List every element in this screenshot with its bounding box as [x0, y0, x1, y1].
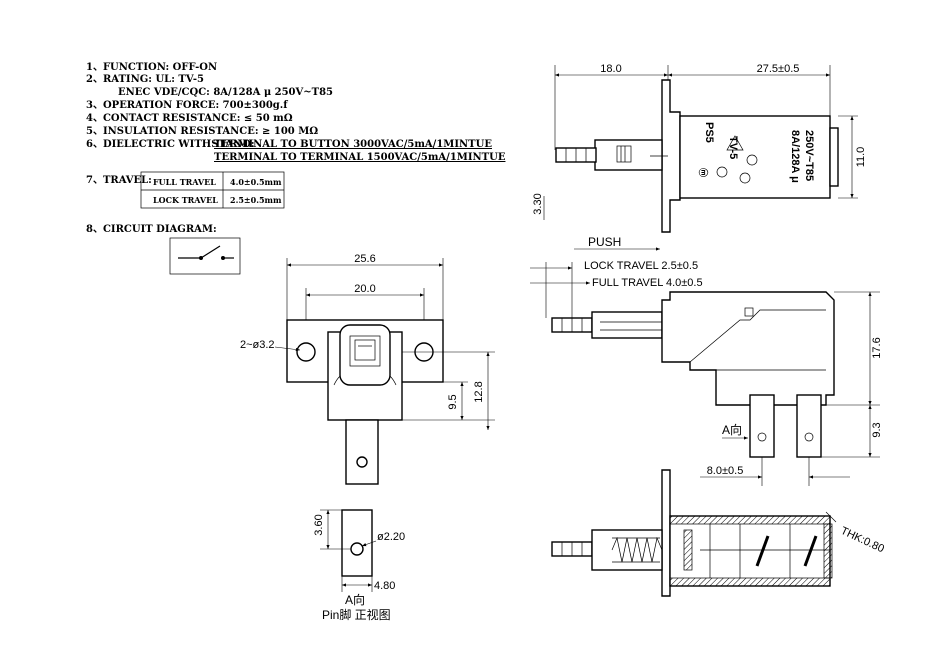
- pin-view-arrow-label: A向: [345, 592, 365, 607]
- top-view: 18.0 27.5±0.5 PS5 TV-5 8A/128A μ 250V~T8…: [532, 63, 867, 233]
- terminal-pin-detail: [341, 509, 373, 577]
- mounting-plate-section: [661, 469, 671, 597]
- front-view: 25.6 20.0 2~ø3.2 9.5 12.8: [240, 253, 495, 485]
- dim-pin-hole: ø2.20: [377, 531, 405, 543]
- push-label: PUSH: [588, 235, 621, 249]
- dim-side-9-3: 9.3: [871, 422, 883, 437]
- side-view: PUSH LOCK TRAVEL 2.5±0.5 FULL TRAVEL 4.0…: [530, 235, 883, 486]
- spec-function: 1、FUNCTION: OFF-ON: [86, 62, 217, 73]
- contact-blade-right: [803, 535, 818, 567]
- lock-travel-label: LOCK TRAVEL 2.5±0.5: [584, 260, 698, 272]
- travel-row-value: 4.0±0.5mm: [230, 177, 282, 187]
- terminal-left-side: [749, 394, 775, 458]
- marking-model: PS5: [703, 122, 715, 143]
- circuit-diagram-frame: [169, 237, 241, 275]
- travel-table: FULL TRAVEL 4.0±0.5mm LOCK TRAVEL 2.5±0.…: [140, 171, 285, 209]
- spec-operation-force: 3、OPERATION FORCE: 700±300g.f: [86, 100, 288, 111]
- switch-body-section: [669, 515, 831, 587]
- dim-front-12-8: 12.8: [473, 381, 485, 402]
- dim-front-9-5: 9.5: [447, 394, 459, 409]
- dim-front-width: 25.6: [354, 253, 375, 265]
- pin-hole: [350, 542, 364, 556]
- dim-plate-thickness: 3.30: [532, 193, 544, 214]
- mounting-hole-left: [296, 342, 316, 362]
- pin-view: 3.60 ø2.20 4.80 A向 Pin脚 正视图: [313, 509, 405, 622]
- side-view-arrow-label: A向: [722, 422, 742, 437]
- switch-body-side: [661, 291, 835, 406]
- spec-travel-label: 7、TRAVEL:: [86, 175, 152, 186]
- plunger-housing-side: [591, 311, 663, 339]
- circuit-diagram: [169, 237, 241, 275]
- terminal-pin-front: [345, 419, 379, 485]
- plunger-head-front: [339, 324, 391, 386]
- dim-section-thickness: THK:0.80: [839, 525, 886, 556]
- spec-dielectric-label: 6、DIELECTRIC WITHSTAND:: [86, 139, 255, 150]
- contact-blade-left: [755, 535, 770, 567]
- travel-row-value: 2.5±0.5mm: [230, 195, 282, 205]
- switch-body-top: [679, 115, 831, 199]
- dim-top-right: 27.5±0.5: [757, 63, 800, 75]
- body-markings: PS5 TV-5 8A/128A μ 250V~T85 ⓜ: [698, 122, 815, 184]
- pin-view-caption: Pin脚 正视图: [322, 607, 391, 622]
- dim-top-height: 11.0: [855, 147, 867, 168]
- svg-text:ⓜ: ⓜ: [698, 168, 709, 177]
- travel-row-name: LOCK TRAVEL: [153, 195, 218, 205]
- certification-logos: ⓜ: [698, 135, 758, 184]
- spec-rating: 2、RATING: UL: TV-5: [86, 74, 204, 85]
- terminal-right-side: [796, 394, 822, 458]
- dim-side-height: 17.6: [871, 337, 883, 358]
- spec-dielectric-1: TERMINAL TO BUTTON 3000VAC/5mA/1MINTUE: [214, 139, 492, 150]
- dim-side-pitch: 8.0±0.5: [707, 465, 744, 477]
- plunger-housing-top: [594, 139, 663, 171]
- specifications-block: 1、FUNCTION: OFF-ON 2、RATING: UL: TV-5 EN…: [86, 62, 506, 275]
- full-travel-label: FULL TRAVEL 4.0±0.5: [592, 277, 703, 289]
- circuit-switch-blade: [200, 245, 221, 259]
- marking-rating: 8A/128A μ: [789, 130, 801, 183]
- dim-front-hole-dia: 2~ø3.2: [240, 339, 275, 351]
- marking-voltage: 250V~T85: [803, 130, 815, 181]
- dim-front-holes: 20.0: [354, 283, 375, 295]
- spec-dielectric-2: TERMINAL TO TERMINAL 1500VAC/5mA/1MINTUE: [214, 152, 506, 163]
- spec-contact-resistance: 4、CONTACT RESISTANCE: ≤ 50 mΩ: [86, 113, 293, 124]
- section-view: THK:0.80: [551, 469, 886, 597]
- dim-pin-3-60: 3.60: [313, 514, 325, 535]
- travel-row-name: FULL TRAVEL: [153, 177, 216, 187]
- spec-insulation-resistance: 5、INSULATION RESISTANCE: ≥ 100 MΩ: [86, 126, 318, 137]
- marking-ul: TV-5: [727, 136, 739, 159]
- dim-pin-width: 4.80: [374, 580, 395, 592]
- spec-rating-enec: ENEC VDE/CQC: 8A/128A μ 250V~T85: [118, 87, 333, 98]
- spec-circuit-label: 8、CIRCUIT DIAGRAM:: [86, 224, 217, 235]
- mounting-plate-top: [661, 79, 681, 233]
- dim-top-left: 18.0: [600, 63, 621, 75]
